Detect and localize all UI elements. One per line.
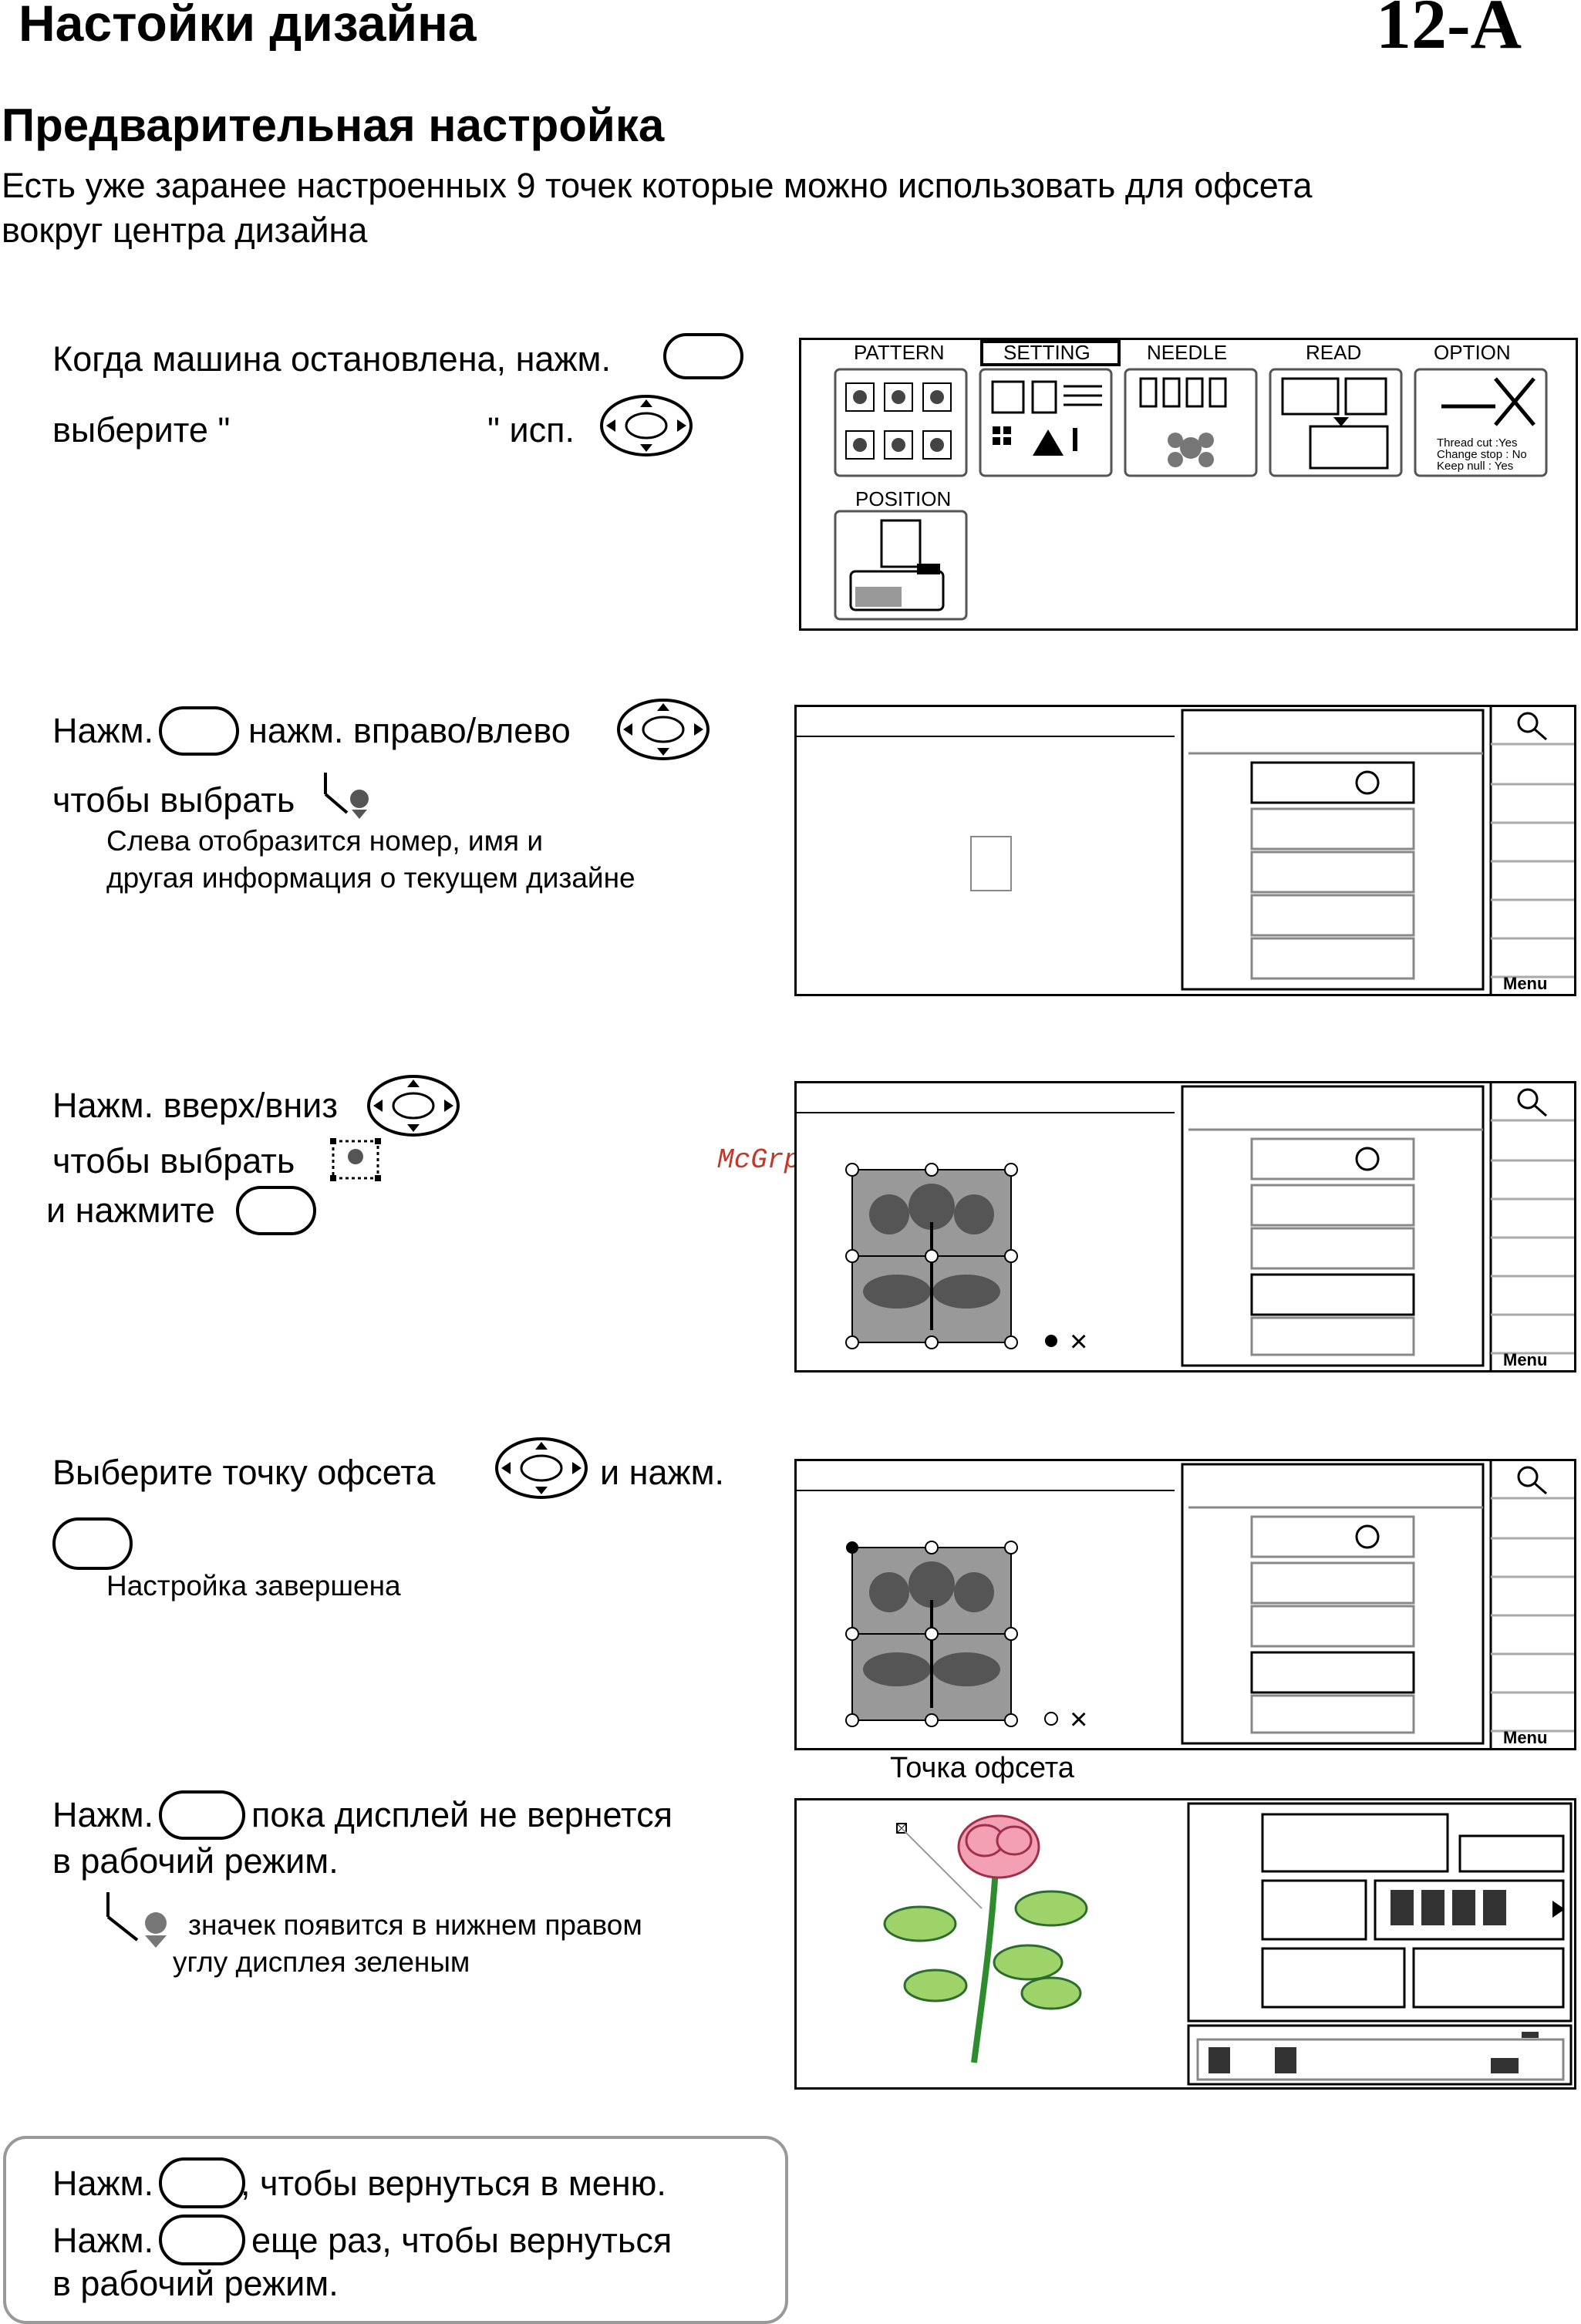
offset-point-caption: Точка офсета — [890, 1752, 1074, 1784]
tab-position[interactable]: POSITION — [855, 487, 951, 510]
button-icon — [159, 2215, 245, 2265]
dpad-icon — [495, 1437, 588, 1499]
svg-text:Menu: Menu — [1503, 1350, 1547, 1369]
step4-choose: Выберите точку офсета — [52, 1453, 436, 1492]
set-button-icon — [663, 333, 743, 379]
nine-point-icon — [330, 1138, 381, 1181]
step6-press-1: Нажм. — [52, 2164, 154, 2203]
step1-line2a: выберите " — [52, 410, 231, 450]
step2-note-1: Слева отобразится номер, имя и — [106, 825, 544, 857]
step4-note: Настройка завершена — [106, 1570, 401, 1602]
step5-note-2: углу дисплея зеленым — [173, 1946, 470, 1978]
svg-text:×: × — [1070, 1325, 1087, 1359]
step1-line2b: " исп. — [487, 410, 575, 450]
step4-press: и нажм. — [600, 1453, 725, 1492]
svg-text:Thread cut :Yes: Thread cut :Yes — [1437, 436, 1518, 450]
intro-line-1: Есть уже заранее настроенных 9 точек кот… — [2, 166, 1313, 205]
dpad-icon — [617, 699, 710, 760]
step3-select: чтобы выбрать — [52, 1141, 295, 1181]
svg-text:Menu: Menu — [1503, 974, 1547, 993]
step5-press: Нажм. — [52, 1795, 154, 1834]
step6-mode: в рабочий режим. — [52, 2264, 339, 2303]
svg-text:Change stop : No: Change stop : No — [1437, 448, 1527, 461]
step6-again: еще раз, чтобы вернуться — [251, 2221, 673, 2260]
intro-line-2: вокруг центра дизайна — [2, 211, 368, 250]
tab-option[interactable]: OPTION — [1434, 341, 1511, 364]
step2-note-2: другая информация о текущем дизайне — [106, 862, 635, 894]
step6-return-menu: , чтобы вернуться в меню. — [241, 2164, 666, 2203]
offset-position-icon — [106, 1892, 167, 1948]
tab-read[interactable]: READ — [1306, 341, 1361, 364]
step5-mode: в рабочий режим. — [52, 1841, 339, 1881]
section-title: Предварительная настройка — [2, 99, 665, 151]
offset-position-icon — [324, 773, 369, 819]
edit-screen: Menu — [794, 705, 1576, 996]
page-number: 12-A — [1376, 0, 1522, 63]
step6-press-2: Нажм. — [52, 2221, 154, 2260]
button-icon — [159, 2157, 245, 2208]
svg-text:×: × — [1070, 1703, 1087, 1736]
step5-note-1: значек появится в нижнем правом — [188, 1909, 642, 1941]
step1-line1: Когда машина остановлена, нажм. — [52, 339, 611, 379]
tab-needle[interactable]: NEEDLE — [1147, 341, 1227, 364]
step2-select: чтобы выбрать — [52, 780, 295, 820]
svg-text:Keep null : Yes: Keep null : Yes — [1437, 460, 1513, 473]
edit-screen-offset: × Menu — [794, 1459, 1576, 1750]
step2-left-right: нажм. вправо/влево — [248, 711, 571, 750]
step3-up-down: Нажм. вверх/вниз — [52, 1086, 338, 1125]
page-title: Настойки дизайна — [19, 0, 477, 52]
svg-text:Menu: Menu — [1503, 1728, 1547, 1747]
button-icon — [159, 706, 239, 756]
edit-screen-select: × Menu — [794, 1081, 1576, 1373]
step3-press: и нажмите — [46, 1191, 215, 1230]
run-screen — [794, 1798, 1576, 2090]
dpad-icon — [600, 395, 693, 456]
tab-pattern[interactable]: PATTERN — [854, 341, 944, 364]
step5-until: пока дисплей не вернется — [251, 1795, 673, 1834]
button-icon — [52, 1517, 133, 1570]
menu-screen: PATTERN SETTING NEEDLE READ OPTION — [799, 338, 1578, 631]
tab-setting[interactable]: SETTING — [1003, 341, 1091, 364]
dpad-icon — [367, 1075, 460, 1137]
button-icon — [159, 1790, 245, 1840]
button-icon — [236, 1186, 316, 1235]
step2-press: Нажм. — [52, 711, 154, 750]
